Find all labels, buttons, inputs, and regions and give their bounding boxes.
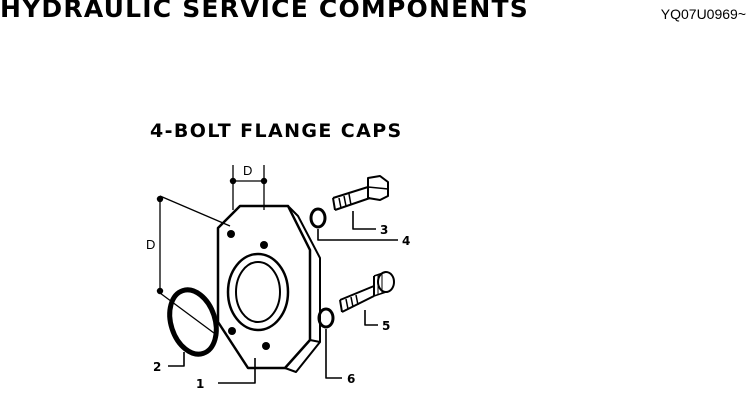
callout-2: 2 [153, 360, 161, 374]
section-title: 4-BOLT FLANGE CAPS [150, 120, 403, 142]
callout-3: 3 [380, 223, 388, 237]
flange-cap [216, 204, 321, 373]
left-dimension [156, 195, 231, 337]
dimension-label-left: D [146, 237, 155, 252]
cap-screw-bottom [339, 271, 395, 313]
callout-1: 1 [196, 377, 204, 391]
page-title: HYDRAULIC SERVICE COMPONENTS [0, 0, 529, 23]
document-code: YQ07U0969~ [660, 6, 746, 22]
lock-washer-bottom [317, 307, 335, 329]
lock-washer-top [309, 207, 327, 229]
cap-screw-top [332, 175, 389, 211]
callout-4: 4 [402, 234, 410, 248]
top-dimension [229, 165, 268, 210]
callout-6: 6 [347, 372, 355, 386]
o-ring [167, 287, 219, 357]
dimension-label-top: D [243, 163, 252, 178]
callout-5: 5 [382, 319, 390, 333]
leader-lines [168, 211, 398, 384]
